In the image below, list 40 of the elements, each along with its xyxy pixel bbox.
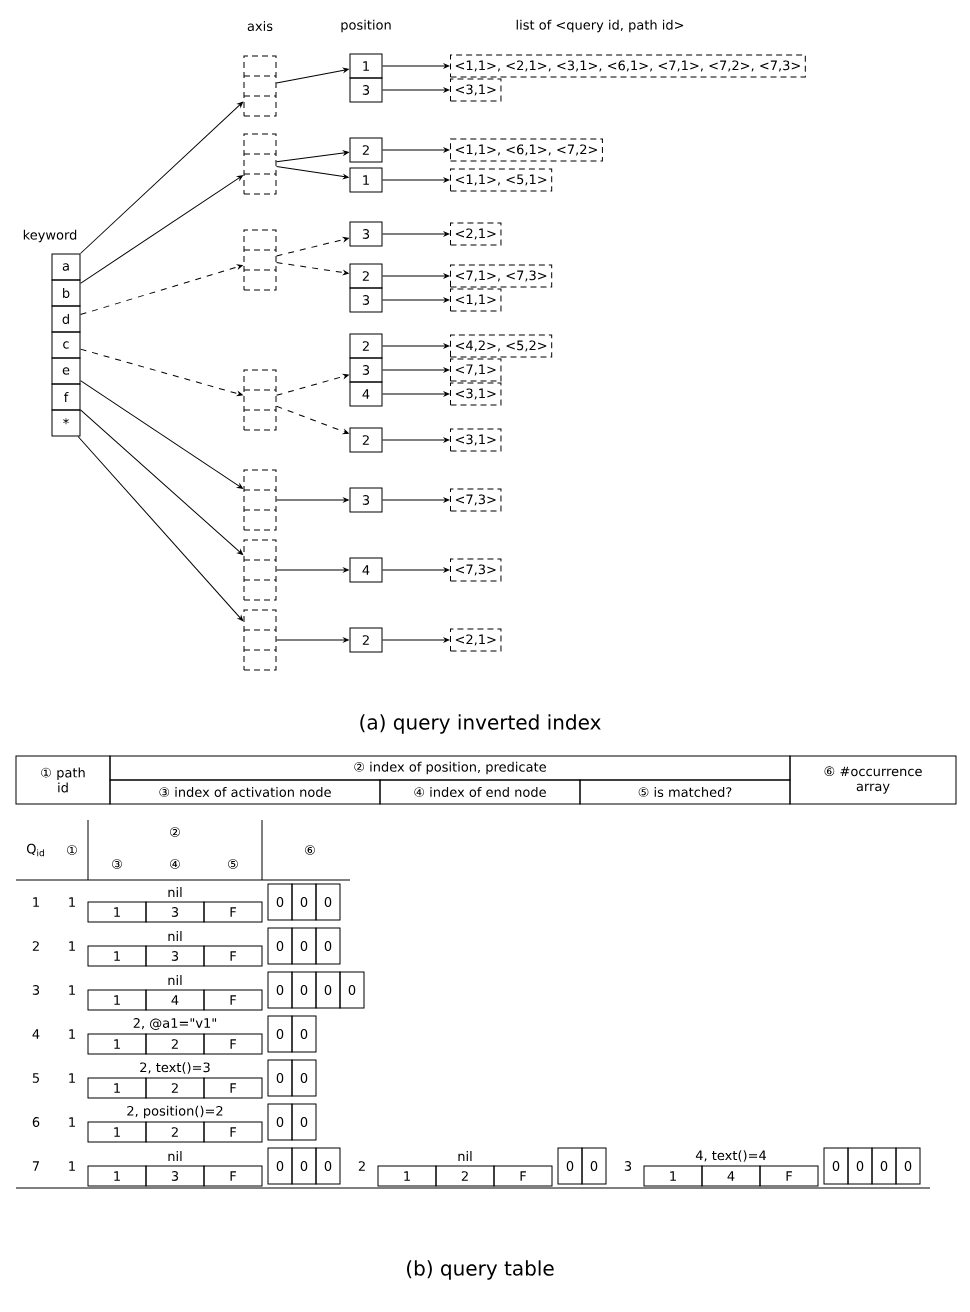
arrow <box>79 101 244 254</box>
arrow <box>276 373 349 396</box>
arrow <box>276 67 349 84</box>
arrow <box>276 497 349 503</box>
arrow <box>382 231 450 237</box>
arrow <box>276 237 349 257</box>
arrow <box>276 166 349 179</box>
arrow <box>382 637 450 643</box>
axis-array <box>243 369 277 431</box>
axis-array <box>243 609 277 671</box>
arrow <box>382 343 450 349</box>
axis-array <box>243 229 277 291</box>
arrow <box>382 177 450 183</box>
arrow <box>382 63 450 69</box>
arrow <box>77 436 244 622</box>
arrow <box>80 264 243 316</box>
arrow <box>382 391 450 397</box>
arrow <box>382 497 450 503</box>
arrow <box>80 348 243 397</box>
arrow <box>382 87 450 93</box>
arrow <box>276 150 349 163</box>
arrow <box>80 175 243 284</box>
arrow <box>382 437 450 443</box>
arrow <box>382 367 450 373</box>
axis-array <box>243 55 277 117</box>
caption: (a) query inverted index <box>360 714 601 734</box>
caption: (b) query table <box>407 1260 554 1280</box>
arrow <box>382 297 450 303</box>
axis-array <box>243 133 277 195</box>
arrow <box>382 273 450 279</box>
axis-array <box>243 539 277 601</box>
arrow <box>276 637 349 643</box>
arrow <box>80 380 243 489</box>
arrow <box>276 405 349 435</box>
arrow <box>382 567 450 573</box>
arrow <box>382 147 450 153</box>
arrow <box>276 567 349 573</box>
arrow <box>276 262 349 275</box>
arrow <box>80 409 244 555</box>
axis-array <box>243 469 277 531</box>
